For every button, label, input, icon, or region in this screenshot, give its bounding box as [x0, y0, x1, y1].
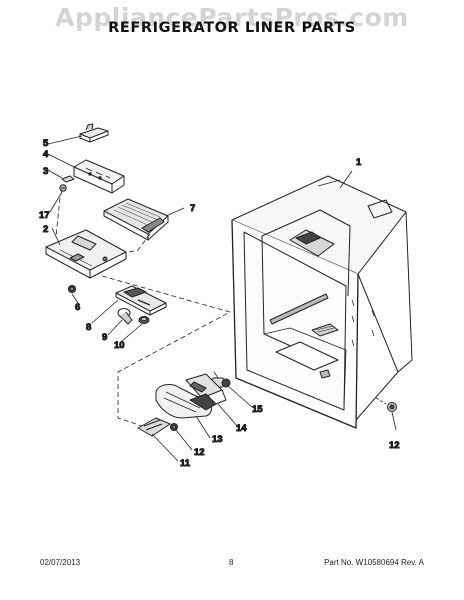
callout-1: 1 — [356, 157, 362, 168]
part-2-housing-plate — [45, 229, 127, 279]
callout-6: 6 — [75, 302, 80, 313]
callout-17: 17 — [39, 210, 50, 221]
callout-9: 9 — [102, 332, 107, 343]
part-3-clip — [61, 175, 75, 183]
callout-numbers: 1 2 3 4 5 6 7 8 9 10 11 12 12 13 14 15 1… — [39, 138, 401, 470]
callout-11: 11 — [180, 458, 191, 469]
part-8-switch-housing — [115, 285, 167, 316]
callout-3: 3 — [43, 166, 48, 177]
part-12-screw-left — [170, 423, 178, 431]
part-5-bracket — [79, 123, 109, 143]
part-17-screw — [59, 184, 67, 192]
callout-15: 15 — [252, 404, 263, 415]
part-13-crisper-cover — [155, 384, 217, 419]
callout-4: 4 — [43, 149, 49, 160]
callout-7: 7 — [190, 203, 195, 214]
part-11-trim — [137, 417, 171, 437]
callout-12-right: 12 — [389, 440, 400, 451]
callout-8: 8 — [86, 322, 91, 333]
callout-leaders — [47, 135, 397, 462]
callout-2: 2 — [43, 224, 48, 235]
part-7-light-shield — [103, 198, 169, 241]
watermark: AppliancePartsPros.com — [55, 3, 409, 32]
footer-date: 02/07/2013 — [40, 558, 81, 567]
callout-13: 13 — [212, 434, 223, 445]
part-1-liner — [231, 175, 413, 429]
callout-14: 14 — [236, 423, 247, 434]
footer-page-number: 8 — [229, 558, 234, 567]
part-6-screw — [67, 284, 77, 294]
page-title: REFRIGERATOR LINER PARTS — [108, 20, 356, 36]
callout-12-left: 12 — [194, 447, 205, 458]
callout-10: 10 — [114, 340, 125, 351]
part-10-socket — [138, 316, 150, 324]
callout-5: 5 — [43, 138, 49, 149]
part-9-bulb — [117, 308, 133, 325]
part-12-screw-right — [375, 397, 397, 412]
part-4-housing — [73, 159, 125, 194]
footer-part-number: Part No. W10580694 Rev. A — [324, 558, 424, 567]
